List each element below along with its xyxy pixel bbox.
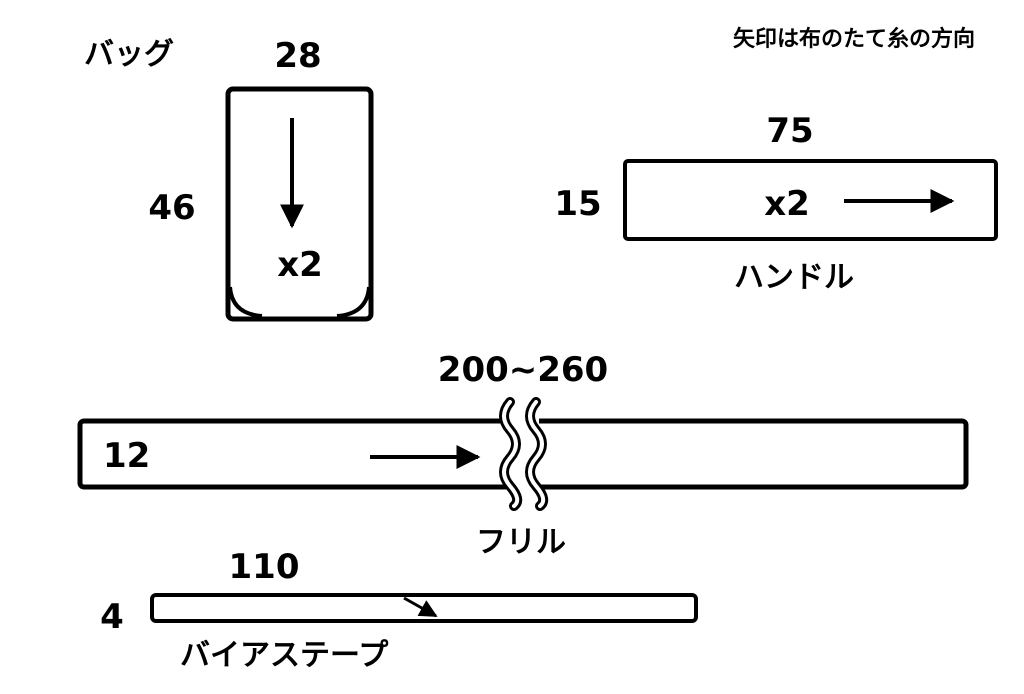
bag-corner-curve-right: [336, 286, 371, 318]
frill-label: フリル: [476, 525, 566, 560]
bias-tape-grain-arrow: [403, 596, 438, 618]
bag-width-dimension: 28: [274, 36, 321, 76]
bias-tape-label: バイアステープ: [180, 638, 389, 673]
handle-piece: [623, 159, 998, 241]
handle-count: x2: [764, 184, 810, 224]
bag-count: x2: [277, 245, 323, 285]
bias-tape-piece: [150, 593, 698, 623]
bias-tape-width-dimension: 110: [229, 547, 300, 587]
bag-piece: [225, 86, 374, 322]
grain-direction-note: 矢印は布のたて糸の方向: [733, 26, 975, 52]
bag-label: バッグ: [84, 37, 174, 72]
frill-break-symbol: [499, 397, 549, 511]
handle-height-dimension: 15: [554, 184, 601, 224]
frill-width-dimension: 200~260: [438, 350, 608, 390]
handle-width-dimension: 75: [766, 111, 813, 151]
bias-tape-height-dimension: 4: [100, 597, 124, 637]
bag-corner-curve-left: [228, 286, 263, 318]
bag-height-dimension: 46: [148, 188, 195, 228]
handle-label: ハンドル: [734, 260, 854, 295]
frill-height-dimension: 12: [103, 436, 150, 476]
